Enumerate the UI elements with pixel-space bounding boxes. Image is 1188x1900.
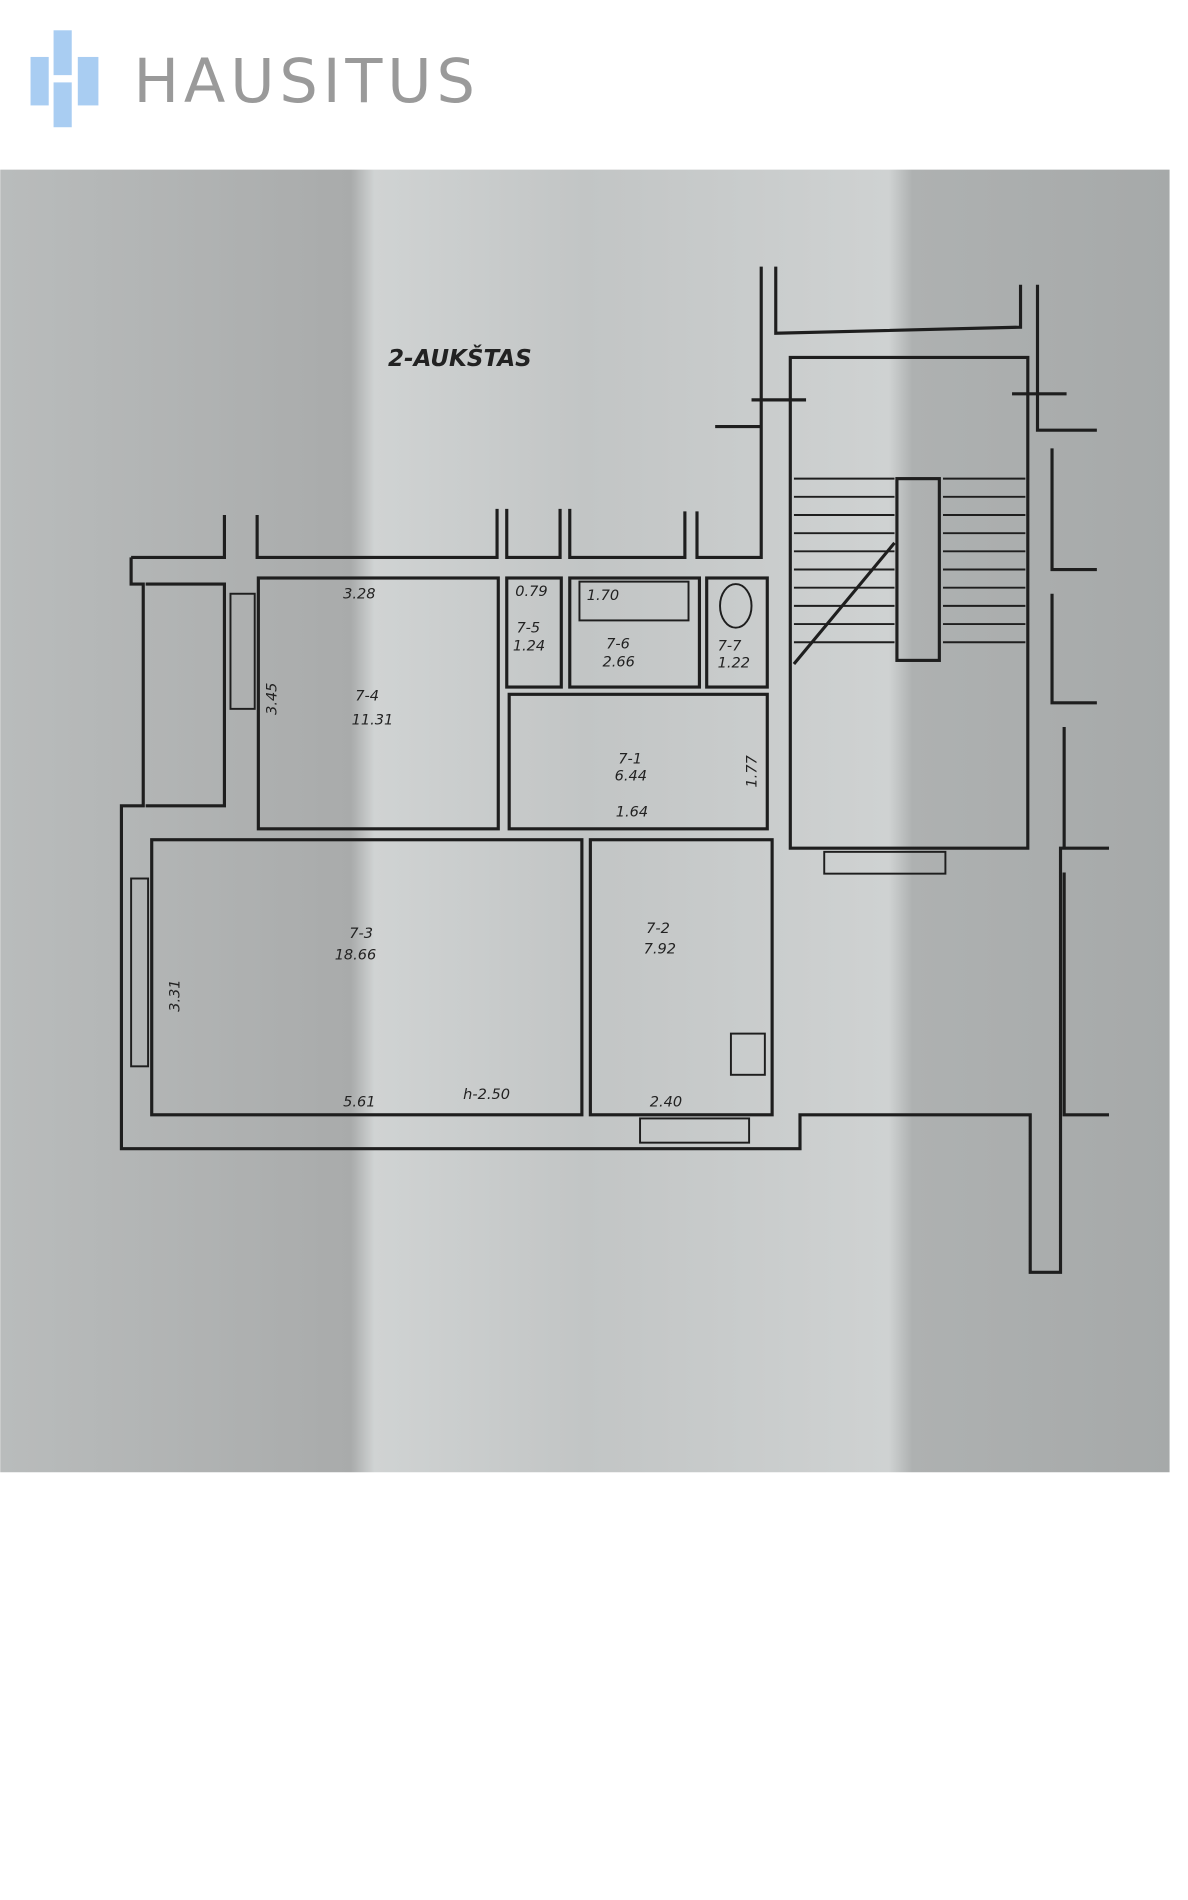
room-7-5: 7-5 1.24 (513, 621, 545, 655)
svg-text:1.24: 1.24 (513, 639, 545, 655)
dimension-label: 1.70 (587, 588, 619, 604)
svg-text:18.66: 18.66 (335, 948, 377, 964)
svg-text:7-4: 7-4 (355, 688, 379, 704)
svg-text:6.44: 6.44 (615, 768, 647, 784)
logo-text: HAUSITUS (134, 47, 480, 117)
room-7-6: 7-6 2.66 (602, 636, 634, 670)
room-7-3: 7-3 18.66 (335, 926, 377, 964)
svg-text:7.92: 7.92 (644, 942, 676, 958)
floor-title: 2-AUKŠTAS (388, 344, 532, 372)
svg-text:11.31: 11.31 (352, 713, 394, 729)
svg-text:7-6: 7-6 (606, 636, 630, 652)
dimension-label: 3.45 (265, 683, 281, 715)
svg-text:7-7: 7-7 (718, 639, 742, 655)
ceiling-height-label: h-2.50 (463, 1087, 510, 1103)
room-7-4: 7-4 11.31 (352, 688, 394, 728)
svg-text:2.66: 2.66 (602, 654, 634, 670)
floor-plan-drawing: 2-AUKŠTAS (119, 266, 1109, 1274)
dimension-label: 1.77 (744, 755, 760, 788)
scanned-plan-background (0, 169, 1170, 1473)
room-7-7: 7-7 1.22 (718, 639, 750, 672)
dimension-label: 2.40 (650, 1094, 682, 1110)
svg-text:7-3: 7-3 (349, 926, 373, 942)
dimension-label: 3.28 (343, 587, 375, 603)
hausitus-logo-icon (30, 30, 99, 128)
svg-text:7-5: 7-5 (516, 621, 540, 637)
svg-text:7-1: 7-1 (618, 751, 642, 767)
room-7-2: 7-2 7.92 (644, 921, 676, 958)
dimension-label: 3.31 (168, 979, 184, 1011)
dimension-label: 5.61 (343, 1094, 375, 1110)
room-7-1: 7-1 6.44 (615, 751, 647, 784)
dimension-label: 1.64 (616, 805, 648, 821)
hausitus-logo: HAUSITUS (30, 30, 480, 128)
svg-text:1.22: 1.22 (718, 656, 750, 672)
svg-text:7-2: 7-2 (646, 921, 670, 937)
staircase (792, 477, 1026, 666)
dimension-label: 0.79 (515, 584, 547, 600)
